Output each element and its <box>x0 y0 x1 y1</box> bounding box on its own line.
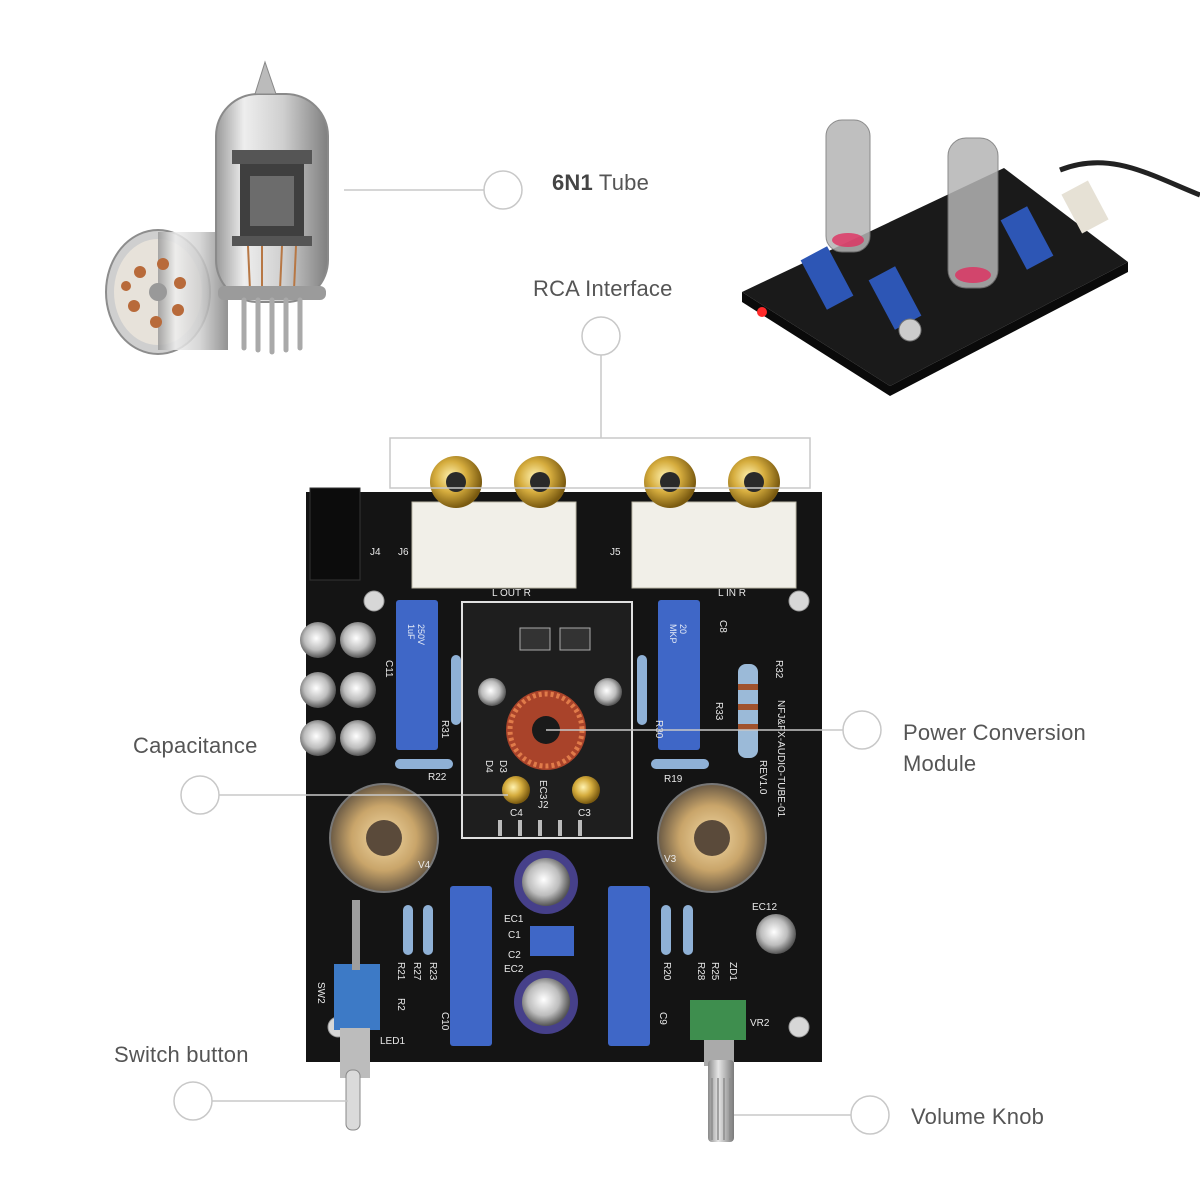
silk-v3: V3 <box>664 854 677 865</box>
silk-c4: C4 <box>510 808 523 819</box>
silk-j2: J2 <box>538 800 549 811</box>
silk-r23: R23 <box>427 962 438 981</box>
cap-text-4: 20 <box>678 624 688 634</box>
silk-r20: R20 <box>661 962 672 981</box>
callout-circle-switch <box>173 1081 213 1121</box>
silk-d3: D3 <box>497 760 508 773</box>
silk-ec2: EC2 <box>504 964 524 975</box>
silk-c2: C2 <box>508 950 521 961</box>
cap-text-2: 250V <box>416 624 426 645</box>
silk-c9: C9 <box>657 1012 668 1025</box>
silk-j5: J5 <box>610 547 621 558</box>
silk-ec3: EC3 <box>537 780 548 800</box>
silk-r27: R27 <box>411 962 422 981</box>
assembled-board-photo <box>742 119 1200 396</box>
silk-r31: R31 <box>439 720 450 739</box>
silk-r21: R21 <box>395 962 406 981</box>
silk-r22: R22 <box>428 772 447 783</box>
silk-ec1: EC1 <box>504 914 524 925</box>
silk-in-label: L IN R <box>718 588 746 599</box>
silk-model-line1: NFJ&FX-AUDIO-TUBE-01 <box>775 700 786 818</box>
silk-out-label: L OUT R <box>492 588 531 599</box>
callout-circle-rca <box>581 316 621 356</box>
rca-jacks <box>430 456 780 508</box>
silk-d4: D4 <box>483 760 494 773</box>
callout-circle-volume <box>850 1095 890 1135</box>
silk-v4: V4 <box>418 860 431 871</box>
silk-r32: R32 <box>773 660 784 679</box>
silk-c11: C11 <box>383 660 394 678</box>
silk-sw2: SW2 <box>315 982 326 1004</box>
silk-led1: LED1 <box>380 1036 405 1047</box>
silk-j6: J6 <box>398 547 409 558</box>
callout-circle-tube <box>483 170 523 210</box>
silk-j4: J4 <box>370 547 381 558</box>
label-power-line1: Power Conversion <box>903 720 1086 745</box>
silk-r2: R2 <box>395 998 406 1011</box>
label-volume-knob: Volume Knob <box>911 1104 1045 1129</box>
silk-r25: R25 <box>709 962 720 981</box>
tube-photo <box>105 60 329 355</box>
silk-c8: C8 <box>717 620 728 633</box>
label-6n1-tube: 6N1 Tube <box>552 170 649 196</box>
rca-highlight-box <box>389 437 811 489</box>
callout-circle-power <box>842 710 882 750</box>
pcb-board <box>300 456 822 1142</box>
silk-ec12: EC12 <box>752 902 777 913</box>
silk-r33: R33 <box>713 702 724 721</box>
silk-zd1: ZD1 <box>727 962 738 981</box>
silk-c1: C1 <box>508 930 521 941</box>
silk-r28: R28 <box>695 962 706 981</box>
callout-lines <box>173 170 890 1135</box>
label-switch-button: Switch button <box>114 1042 249 1067</box>
silk-model-line2: REV1.0 <box>757 760 768 795</box>
silk-vr2: VR2 <box>750 1018 770 1029</box>
silk-c3: C3 <box>578 808 591 819</box>
silk-r19: R19 <box>664 774 683 785</box>
label-power-conversion: Power Conversion Module <box>903 717 1123 779</box>
silk-c10: C10 <box>439 1012 450 1031</box>
callout-circle-capacitance <box>180 775 220 815</box>
label-6n1-suffix: Tube <box>592 170 650 195</box>
label-6n1-model: 6N1 <box>552 170 593 195</box>
label-power-line2: Module <box>903 751 977 776</box>
cap-text-3: MKP <box>668 624 678 644</box>
label-capacitance: Capacitance <box>133 733 258 758</box>
cap-text-1: 1uF <box>406 624 416 640</box>
label-rca-interface: RCA Interface <box>533 276 673 301</box>
